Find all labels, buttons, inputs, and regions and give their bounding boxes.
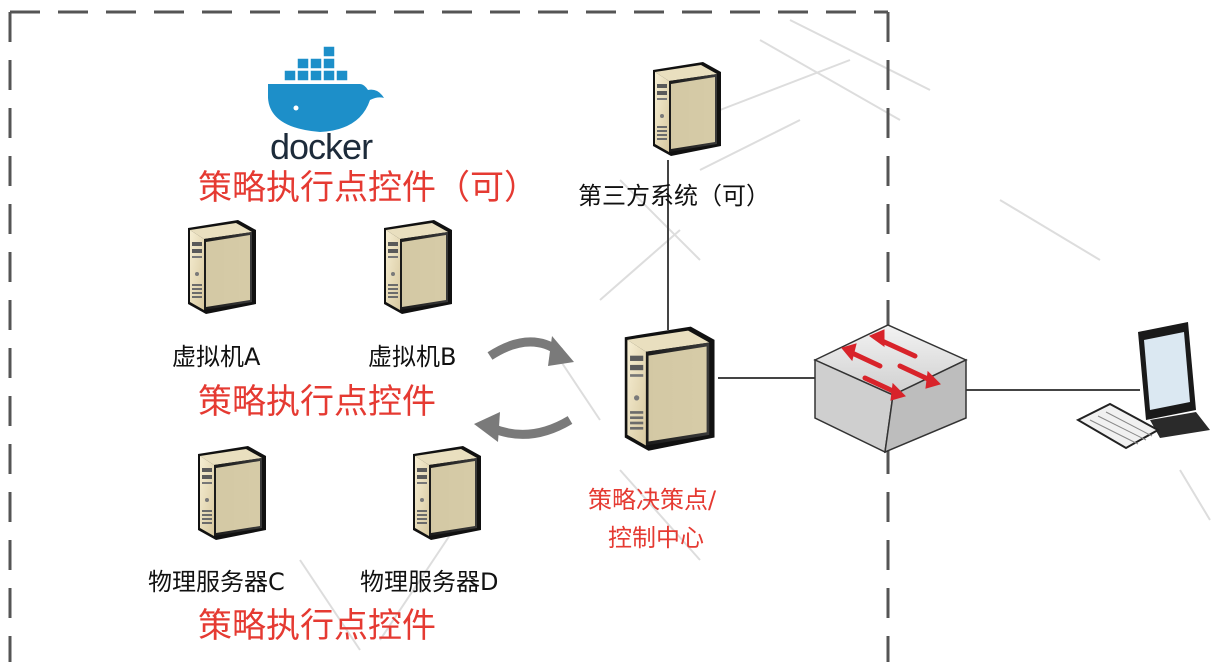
physical-server-d-icon [413,446,481,540]
docker-whale-icon [268,45,384,132]
watermark-strokes [299,19,1211,651]
control-center-server-icon [624,326,715,451]
pdp-label-line1: 策略决策点/ [588,486,717,514]
workstation-monitor-icon [1138,322,1210,438]
physical-server-d-label: 物理服务器D [360,568,499,596]
physical-server-c-label: 物理服务器C [148,568,285,596]
docker-wordmark: docker [270,126,373,167]
connection-lines [667,160,1140,391]
exchange-arrows-icon [474,336,574,442]
physical-server-c-icon [198,446,266,540]
pdp-label-line2: 控制中心 [608,524,704,552]
pep-vm-label: 策略执行点控件 [198,382,436,422]
dashed-boundary [8,10,890,662]
network-switch-icon [813,324,968,454]
third-party-server-icon [653,62,721,156]
vm-a-label: 虚拟机A [172,343,261,371]
pep-optional-label: 策略执行点控件（可） [198,168,538,208]
pep-physical-label: 策略执行点控件 [198,606,436,646]
vm-b-server-icon [384,220,452,314]
third-party-label: 第三方系统（可） [578,182,770,210]
keyboard-icon [1075,402,1161,450]
vm-b-label: 虚拟机B [368,343,457,371]
vm-a-server-icon [188,220,256,314]
